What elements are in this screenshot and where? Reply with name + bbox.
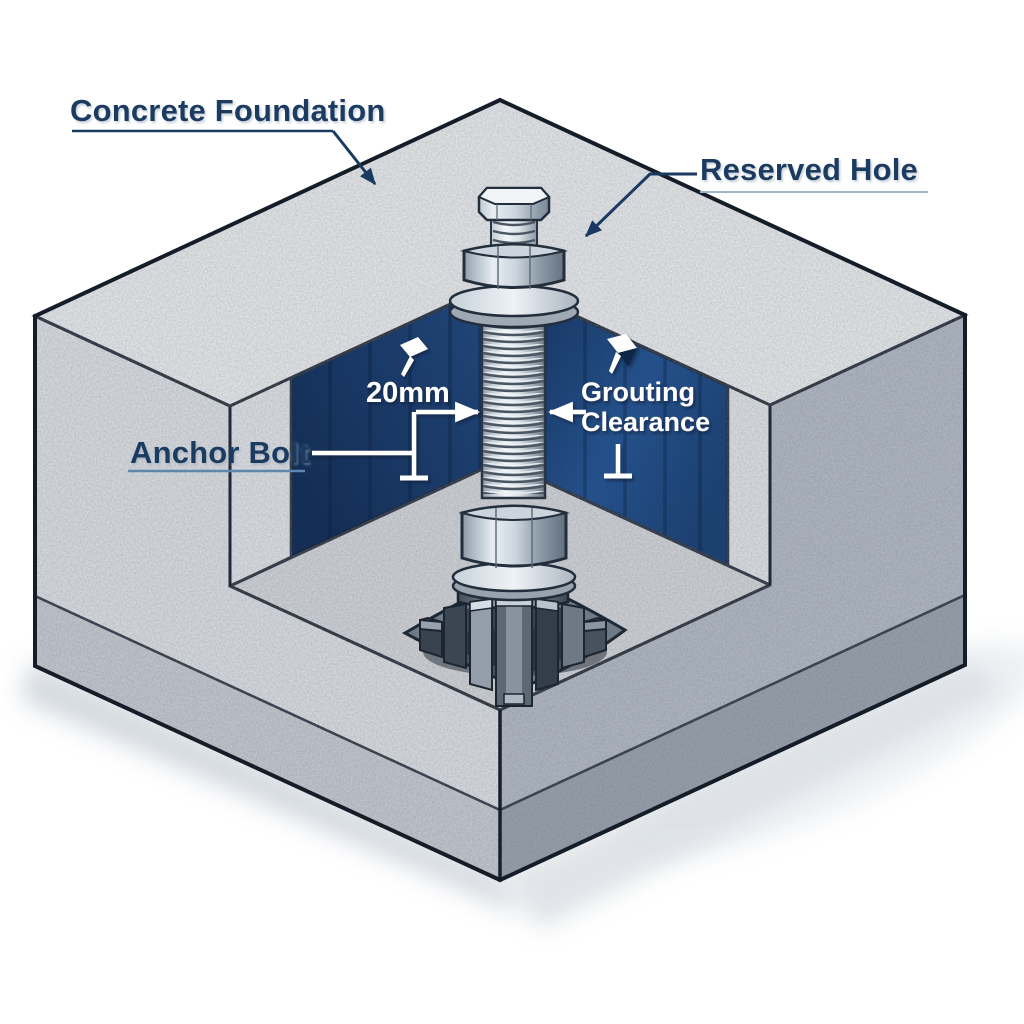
lower-washer bbox=[451, 561, 577, 602]
anchor-bolt-label: Anchor Bolt bbox=[130, 435, 310, 470]
flag-pin-icon-left bbox=[400, 337, 428, 377]
dimension-20mm-lines bbox=[312, 401, 481, 481]
concrete-foundation-leader bbox=[331, 130, 377, 186]
upper-hex-nut bbox=[460, 243, 568, 289]
cut-face-left bbox=[228, 375, 293, 588]
ground-shadow bbox=[20, 641, 1024, 930]
flag-pin-icon-right bbox=[607, 334, 637, 374]
anchor-bolt-assembly bbox=[419, 186, 607, 707]
dimension-label: 20mm bbox=[366, 377, 450, 409]
grouting-clearance-lines bbox=[547, 401, 632, 479]
bolt-hex-head bbox=[477, 186, 551, 222]
reserved-hole-label: Reserved Hole bbox=[700, 152, 918, 187]
grouting-clearance-label-line2: Clearance bbox=[581, 407, 710, 437]
lower-hex-nut bbox=[458, 504, 570, 568]
block-outline bbox=[33, 97, 967, 883]
threaded-rod bbox=[480, 298, 547, 500]
navy-callouts: Concrete Foundation Reserved Hole Anchor… bbox=[70, 93, 928, 473]
grouting-clearance-label-line1: Grouting bbox=[581, 377, 695, 407]
upper-washer bbox=[448, 284, 580, 329]
white-annotations: 20mm Grouting Clearance bbox=[312, 334, 710, 481]
reserved-hole-leader bbox=[584, 172, 697, 238]
concrete-foundation-label: Concrete Foundation bbox=[70, 93, 386, 128]
cut-face-right bbox=[726, 384, 772, 587]
